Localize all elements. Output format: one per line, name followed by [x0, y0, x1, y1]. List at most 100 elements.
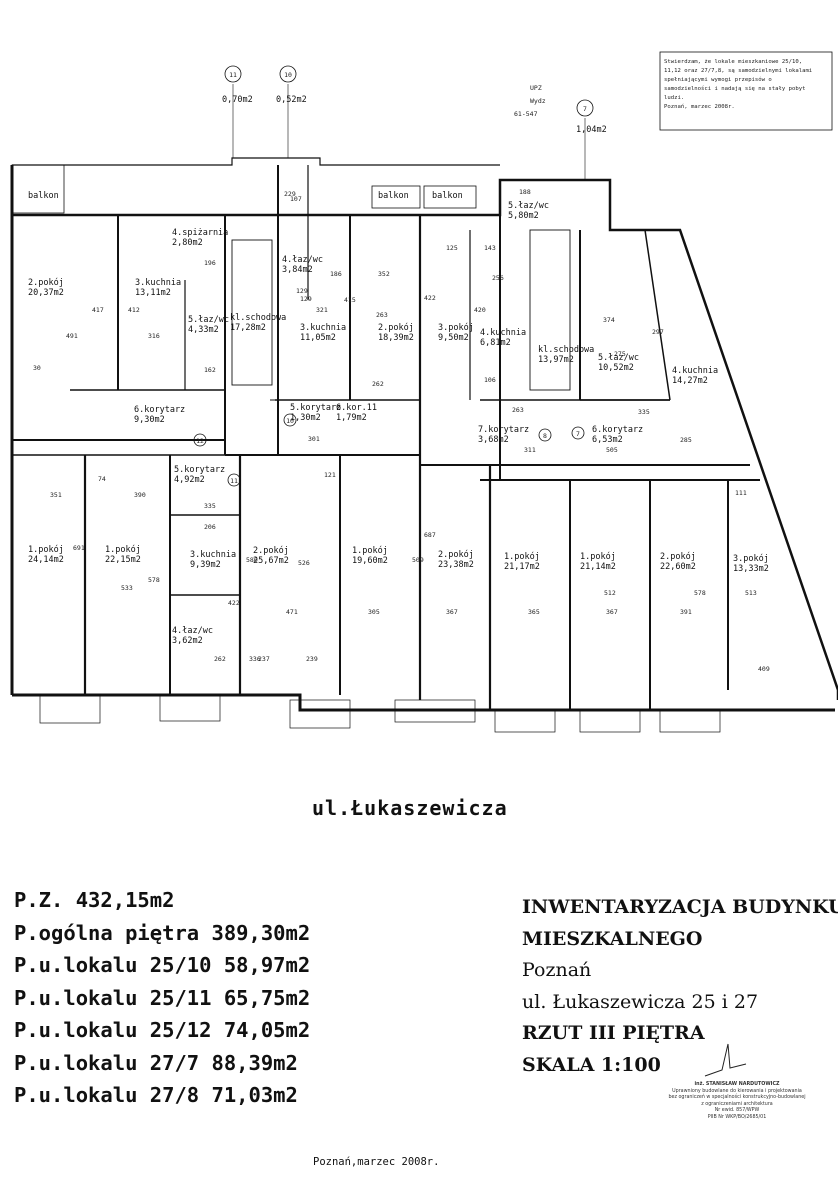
dimension-label: 262: [372, 380, 384, 388]
room-area: 24,14m2: [28, 555, 64, 565]
chimney-number: 10: [284, 71, 292, 79]
dimension-label: 471: [286, 608, 298, 616]
room-name: 2.pokój: [438, 549, 474, 560]
note-line: spełniającymi wymogi przepisów o: [664, 77, 772, 83]
dimension-label: 422: [424, 294, 436, 302]
room-area: 9,30m2: [134, 415, 165, 425]
engineer-stamp: inż. STANISŁAW NARDUTOWICZ Uprawniony bu…: [652, 1082, 822, 1121]
title-line: MIESZKALNEGO: [522, 927, 703, 950]
dimension-label: 143: [484, 244, 496, 252]
room-area: 22,60m2: [660, 562, 696, 572]
room-area: 3,68m2: [478, 435, 509, 445]
room-area: 4,92m2: [174, 475, 205, 485]
stamp-line: PIIB Nr WKP/BO/2685/01: [707, 1114, 767, 1120]
balcony-label: balkon: [28, 191, 59, 201]
title-line: INWENTARYZACJA BUDYNKU: [522, 896, 838, 918]
signature-mark: [704, 1043, 747, 1077]
room-name: 1.pokój: [28, 544, 64, 555]
dimension-label: 311: [524, 446, 536, 454]
title-floor: RZUT III PIĘTRA: [522, 1022, 705, 1044]
room-area: 9,50m2: [438, 333, 469, 343]
dimension-label: 256: [492, 274, 504, 282]
chimney-area: 1,04m2: [576, 125, 607, 135]
room-area: 23,38m2: [438, 560, 474, 570]
dimension-label: 321: [316, 306, 328, 314]
dimension-label: 505: [606, 446, 618, 454]
room-area: 2,80m2: [172, 238, 203, 248]
room-name: 3.kuchnia: [300, 323, 346, 333]
dimension-label: 365: [528, 608, 540, 616]
stamp-line: inż. STANISŁAW NARDUTOWICZ: [694, 1082, 780, 1087]
room-area: 11,05m2: [300, 333, 336, 343]
room-name: kl.schodowa: [230, 313, 286, 323]
room-area: 18,39m2: [378, 333, 414, 343]
note-line: Stwierdzam, że lokale mieszkaniowe 25/10…: [664, 59, 803, 65]
dimension-label: 121: [324, 471, 336, 479]
dimension-label: 409: [758, 665, 770, 673]
place-date: Poznań,marzec 2008r.: [313, 1156, 440, 1168]
dimension-label: 335: [204, 502, 216, 510]
dimension-label: 229: [284, 190, 296, 198]
chimney-number: 7: [576, 430, 580, 438]
dimension-label: 336: [249, 655, 261, 663]
room-area: 13,11m2: [135, 288, 171, 298]
area-line: P.u.lokalu 25/12 74,05m2: [14, 1018, 311, 1042]
dimension-label: 512: [604, 589, 616, 597]
chimney-number: 7: [583, 105, 587, 113]
dimension-label: 125: [446, 244, 458, 252]
dimension-label: 533: [121, 584, 133, 592]
room-name: 1.pokój: [105, 544, 141, 555]
room-name: kl.schodowa: [538, 345, 594, 355]
room-area: 6,81m2: [480, 338, 511, 348]
chimney-number: 10: [286, 417, 294, 425]
note-line: samodzielności i nadają się na stały pob…: [664, 86, 806, 92]
balcony-label: balkon: [432, 191, 463, 201]
stamp-line: bez ograniczeń w specjalności konstrukcy…: [668, 1095, 806, 1100]
dimension-label: 237: [258, 655, 270, 663]
title-block: INWENTARYZACJA BUDYNKU MIESZKALNEGO Pozn…: [522, 892, 838, 1081]
room-name: 4.łaz/wc: [282, 255, 323, 265]
room-area: 14,27m2: [672, 376, 708, 386]
room-area: 22,15m2: [105, 555, 141, 565]
stamp-line: Uprawniony budowlane do kierowania i pro…: [672, 1088, 802, 1094]
room-name: 6.korytarz: [134, 405, 185, 415]
dimension-label: 285: [680, 436, 692, 444]
note-line: Poznań, marzec 2008r.: [664, 104, 735, 110]
dimension-label: 526: [298, 559, 310, 567]
room-area: 3,84m2: [282, 265, 313, 275]
dimension-label: 188: [519, 188, 531, 196]
dimension-label: 301: [308, 435, 320, 443]
chimney-number: 11: [229, 71, 237, 79]
dimension-label: 30: [33, 364, 41, 372]
area-line: P.u.lokalu 25/10 58,97m2: [14, 953, 311, 977]
room-area: 17,28m2: [230, 323, 266, 333]
chimney-number: 8: [543, 432, 547, 440]
room-name: 2.pokój: [253, 545, 289, 556]
room-name: 6.kor.11: [336, 403, 377, 413]
area-line: P.Z. 432,15m2: [14, 888, 175, 912]
dimension-label: 417: [92, 306, 104, 314]
room-name: 2.pokój: [378, 322, 414, 333]
dimension-label: 275: [614, 350, 626, 358]
dimension-label: 129: [300, 295, 312, 303]
room-name: 3.pokój: [733, 553, 769, 564]
room-name: 5.korytarz: [174, 465, 225, 475]
room-area: 10,52m2: [598, 363, 634, 373]
room-area: 21,14m2: [580, 562, 616, 572]
dimension-label: 351: [50, 491, 62, 499]
dimension-label: 263: [512, 406, 524, 414]
room-name: 3.pokój: [438, 322, 474, 333]
title-scale: SKALA 1:100: [522, 1053, 661, 1076]
dimension-label: 305: [368, 608, 380, 616]
dimension-label: 111: [735, 489, 747, 497]
dimension-label: 335: [638, 408, 650, 416]
street-name: ul.Łukaszewicza: [312, 796, 508, 820]
dimension-label: 578: [148, 576, 160, 584]
dimension-label: 196: [204, 259, 216, 267]
room-name: 4.kuchnia: [672, 366, 718, 376]
room-name: 2.pokój: [660, 551, 696, 562]
room-area: 21,17m2: [504, 562, 540, 572]
dimension-label: 316: [148, 332, 160, 340]
room-area: 4,33m2: [188, 325, 219, 335]
room-name: 5.korytarz: [290, 403, 341, 413]
